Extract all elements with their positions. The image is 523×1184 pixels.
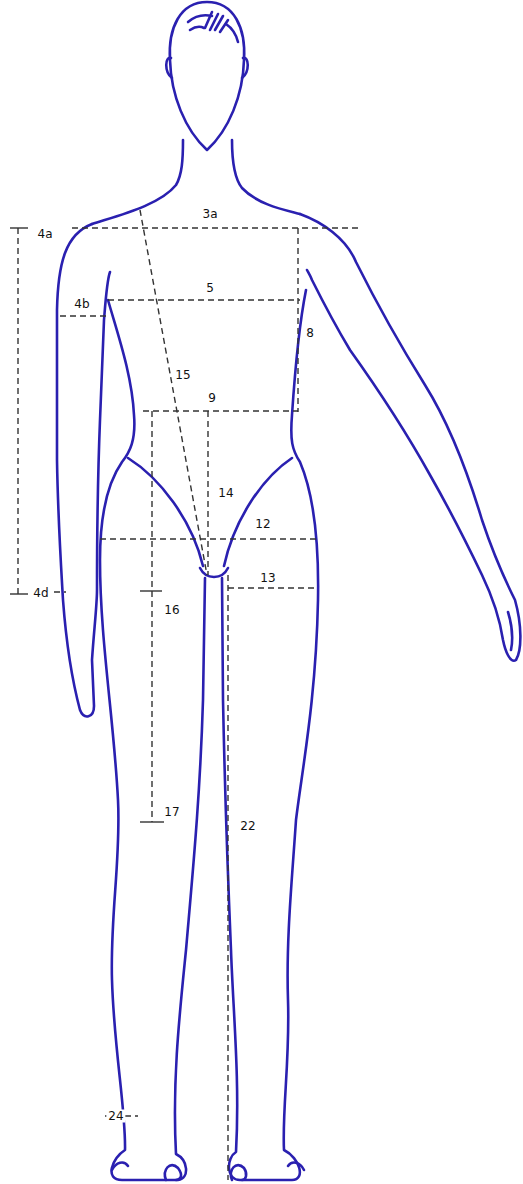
callout-number: 22 [238,820,257,833]
callout-number: 24 [106,1110,125,1123]
callout-number: 4d [31,587,50,600]
callout-number: 9 [206,392,218,405]
callout-number: 4b [72,298,91,311]
callout-number: 13 [258,572,277,585]
callout-number: 3a [201,208,220,221]
measure-ticks [10,228,164,822]
callout-number: 17 [162,806,181,819]
callout-number: 8 [304,327,316,340]
callout-number: 15 [173,369,192,382]
callout-number: 16 [162,604,181,617]
callout-number: 5 [204,282,216,295]
measure-lines [18,210,358,1180]
callout-number: 4a [36,228,55,241]
callout-number: 14 [216,487,235,500]
figure-outline [57,2,520,1180]
callout-number: 12 [253,518,272,531]
